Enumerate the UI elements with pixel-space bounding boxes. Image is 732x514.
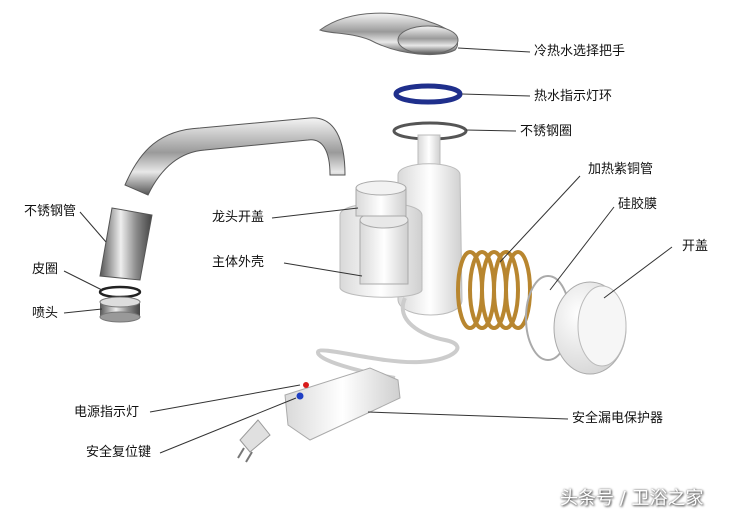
label-nozzle: 喷头 <box>32 306 59 321</box>
label-gasket: 皮圈 <box>32 262 59 277</box>
nozzle-part <box>99 296 141 323</box>
label-silicone: 硅胶膜 <box>618 197 658 212</box>
indicator-ring-part <box>393 83 463 105</box>
label-indicator-ring: 热水指示灯环 <box>534 89 613 104</box>
label-steel-ring: 不锈钢圈 <box>520 124 573 139</box>
label-handle: 冷热水选择把手 <box>534 44 626 59</box>
leak-protector-part <box>237 367 401 463</box>
label-copper-tube: 加热紫铜管 <box>588 162 654 177</box>
label-main-body: 主体外壳 <box>212 255 265 270</box>
label-reset-key: 安全复位键 <box>86 445 152 460</box>
leader-lines <box>63 47 673 454</box>
label-steel-pipe: 不锈钢管 <box>24 204 77 219</box>
label-power-light: 电源指示灯 <box>74 405 140 420</box>
cable-part <box>316 297 460 380</box>
cap-part <box>553 281 627 375</box>
label-cover: 开盖 <box>682 239 709 254</box>
label-spout-cover: 龙头开盖 <box>212 210 265 225</box>
main-body-part <box>339 134 463 316</box>
handle-part <box>318 12 459 56</box>
gasket-part <box>98 285 142 299</box>
label-leak-protector: 安全漏电保护器 <box>572 411 664 426</box>
spout-arm-part <box>99 117 346 281</box>
watermark: 头条号 / 卫浴之家 <box>560 488 704 509</box>
copper-coil-part <box>456 250 532 330</box>
